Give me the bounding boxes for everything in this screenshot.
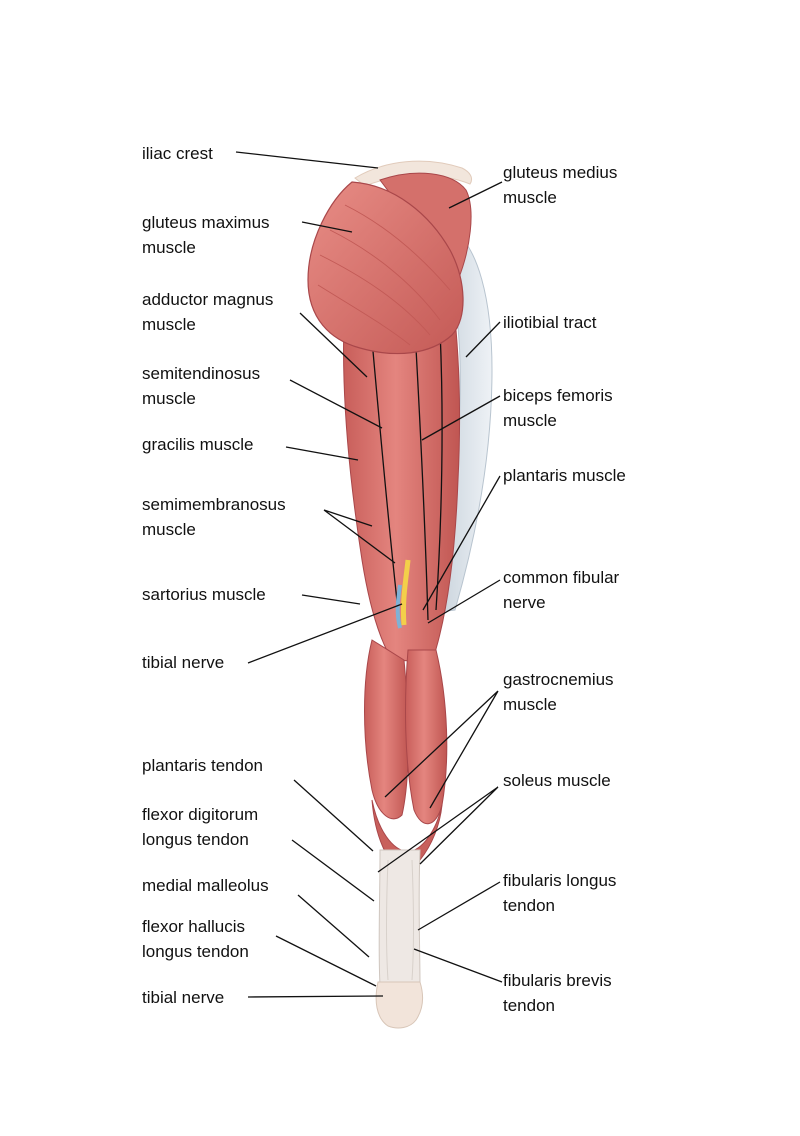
label-gracilis: gracilis muscle — [142, 435, 253, 454]
label-fibularis-longus-1: fibularis longus — [503, 871, 616, 890]
leader-sartorius — [301, 594, 361, 605]
tibial-nerve-shape — [400, 559, 411, 626]
leader-medial-malleolus — [297, 894, 370, 958]
gluteus-fibers — [317, 204, 451, 346]
leader-fibularis-longus — [417, 881, 501, 931]
gluteus-maximus-shape — [307, 181, 464, 355]
leader-tibial-nerve-upper — [247, 603, 403, 664]
label-iliac-crest: iliac crest — [142, 144, 213, 163]
label-adductor-magnus-2: muscle — [142, 315, 196, 334]
gastrocnemius-medial-shape — [364, 639, 409, 820]
leader-tibial-nerve-lower — [247, 995, 384, 998]
heel-shape — [375, 981, 424, 1029]
leader-soleus — [377, 786, 499, 873]
label-plantaris-tendon: plantaris tendon — [142, 756, 263, 775]
label-gluteus-maximus-2: muscle — [142, 238, 196, 257]
leader-flexor-digitorum — [291, 839, 375, 902]
label-common-fibular-2: nerve — [503, 593, 546, 612]
tendon-line-2 — [411, 859, 414, 981]
label-biceps-femoris-2: muscle — [503, 411, 557, 430]
soleus-shape — [371, 799, 443, 861]
leader-plantaris-muscle — [422, 475, 501, 611]
label-gluteus-medius-1: gluteus medius — [503, 163, 617, 182]
leader-adductor-magnus — [299, 312, 368, 378]
label-tibial-nerve-lower: tibial nerve — [142, 988, 224, 1007]
labels-right: gluteus medius muscle iliotibial tract b… — [503, 163, 626, 1015]
leader-gluteus-medius — [448, 181, 503, 209]
leader-fibularis-brevis — [413, 948, 503, 983]
label-gastrocnemius-2: muscle — [503, 695, 557, 714]
label-fibularis-longus-2: tendon — [503, 896, 555, 915]
label-semimembranosus-2: muscle — [142, 520, 196, 539]
hamstring-divider-2 — [414, 329, 429, 621]
leader-iliac-crest — [235, 151, 379, 169]
label-flexor-digitorum-1: flexor digitorum — [142, 805, 258, 824]
labels-left: iliac crest gluteus maximus muscle adduc… — [142, 144, 286, 1007]
label-gluteus-medius-2: muscle — [503, 188, 557, 207]
leader-plantaris-tendon — [293, 779, 374, 852]
gastrocnemius-lateral-shape — [405, 649, 448, 825]
label-common-fibular-1: common fibular — [503, 568, 620, 587]
label-soleus: soleus muscle — [503, 771, 611, 790]
leader-gastrocnemius — [384, 690, 499, 809]
label-adductor-magnus-1: adductor magnus — [142, 290, 273, 309]
popliteal-vessel-shape — [395, 584, 402, 629]
label-semimembranosus-1: semimembranosus — [142, 495, 286, 514]
label-fibularis-brevis-1: fibularis brevis — [503, 971, 612, 990]
hamstring-divider-1 — [371, 339, 399, 611]
leader-lines — [235, 151, 503, 998]
label-sartorius: sartorius muscle — [142, 585, 266, 604]
label-flexor-hallucis-2: longus tendon — [142, 942, 249, 961]
label-fibularis-brevis-2: tendon — [503, 996, 555, 1015]
label-flexor-digitorum-2: longus tendon — [142, 830, 249, 849]
leader-flexor-hallucis — [275, 935, 377, 987]
label-flexor-hallucis-1: flexor hallucis — [142, 917, 245, 936]
leader-biceps-femoris — [421, 395, 501, 441]
label-semitendinosus-2: muscle — [142, 389, 196, 408]
hamstring-divider-3 — [435, 329, 443, 611]
leader-gluteus-maximus — [301, 221, 353, 233]
label-semitendinosus-1: semitendinosus — [142, 364, 260, 383]
label-iliotibial-tract: iliotibial tract — [503, 313, 597, 332]
leader-semitendinosus — [289, 379, 383, 429]
label-medial-malleolus: medial malleolus — [142, 876, 269, 895]
label-plantaris-muscle: plantaris muscle — [503, 466, 626, 485]
label-tibial-nerve-upper: tibial nerve — [142, 653, 224, 672]
leg-illustration — [307, 160, 493, 1029]
leader-semimembranosus — [323, 509, 396, 564]
tendon-line-1 — [386, 859, 389, 981]
leader-gracilis — [285, 446, 359, 461]
leader-common-fibular — [427, 579, 501, 624]
leader-iliotibial-tract — [465, 321, 501, 358]
label-gluteus-maximus-1: gluteus maximus — [142, 213, 270, 232]
label-biceps-femoris-1: biceps femoris — [503, 386, 613, 405]
label-gastrocnemius-1: gastrocnemius — [503, 670, 614, 689]
